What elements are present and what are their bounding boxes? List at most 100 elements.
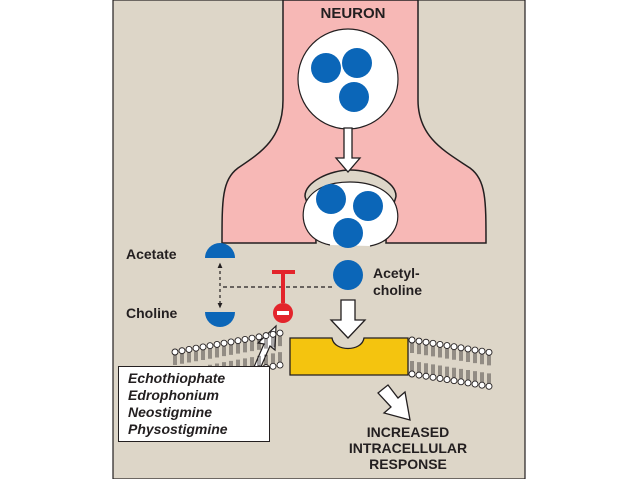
acetylcholine-molecule xyxy=(333,218,363,248)
lipid-head xyxy=(429,373,437,381)
lipid-tail xyxy=(431,346,435,357)
response-label-line3: RESPONSE xyxy=(369,456,447,472)
lipid-head xyxy=(415,371,423,379)
lipid-head xyxy=(408,336,416,344)
lipid-tail xyxy=(438,365,442,376)
lipid-tail xyxy=(264,354,268,365)
lipid-head xyxy=(248,334,256,342)
lipid-head xyxy=(206,342,214,350)
lipid-tail xyxy=(271,337,275,348)
lipid-tail xyxy=(417,344,421,355)
drug-item: Edrophonium xyxy=(128,387,219,403)
lipid-tail xyxy=(257,339,261,350)
lipid-head xyxy=(185,346,193,353)
lipid-tail xyxy=(187,352,191,363)
lipid-head xyxy=(457,378,465,386)
acetylcholine-molecule xyxy=(353,191,383,221)
neuron-label: NEURON xyxy=(320,5,386,22)
lipid-tail xyxy=(271,353,275,364)
drug-item: Physostigmine xyxy=(128,421,228,437)
acetylcholine-label-line2: choline xyxy=(373,282,423,298)
lipid-tail xyxy=(473,371,477,382)
lipid-head xyxy=(213,340,221,348)
lipid-head xyxy=(485,382,493,390)
lipid-tail xyxy=(229,344,233,355)
lipid-head xyxy=(199,343,207,351)
lipid-tail xyxy=(487,373,491,384)
lipid-tail xyxy=(201,349,205,360)
lipid-tail xyxy=(466,351,470,362)
lipid-head xyxy=(269,330,277,338)
binding-arrow xyxy=(329,299,367,339)
lipid-tail xyxy=(264,338,268,349)
acetate-label: Acetate xyxy=(126,246,177,262)
lipid-head xyxy=(443,342,451,350)
lipid-head xyxy=(192,344,200,352)
acetylcholine-molecule xyxy=(339,82,369,112)
lipid-head xyxy=(178,347,186,355)
lipid-tail xyxy=(424,363,428,374)
receptor xyxy=(289,337,409,376)
released-acetylcholine xyxy=(333,260,363,290)
minus-sign xyxy=(277,311,289,315)
lipid-head xyxy=(227,338,235,346)
lipid-tail xyxy=(445,366,449,377)
lipid-tail xyxy=(480,372,484,383)
transport-arrow xyxy=(334,127,362,173)
response-label-line2: INTRACELLULAR xyxy=(348,440,468,456)
lipid-tail xyxy=(410,343,414,353)
choline-label: Choline xyxy=(126,305,178,321)
lipid-head xyxy=(276,361,284,369)
acetylcholine-molecule xyxy=(342,48,372,78)
acetylcholine-molecule xyxy=(316,184,346,214)
lipid-head xyxy=(436,341,444,348)
lipid-tail xyxy=(480,354,484,365)
lipid-tail xyxy=(487,355,491,366)
lipid-tail xyxy=(417,362,421,373)
lipid-tail xyxy=(215,347,219,358)
lipid-tail xyxy=(236,343,240,354)
lipid-head xyxy=(234,337,242,345)
lipid-tail xyxy=(473,353,477,364)
acetylcholine-label-line1: Acetyl- xyxy=(373,265,420,281)
lipid-head xyxy=(436,375,444,382)
lipid-head xyxy=(464,345,472,353)
lipid-head xyxy=(485,348,493,356)
lipid-head xyxy=(478,381,486,389)
acetate-half xyxy=(205,243,235,258)
lipid-head xyxy=(471,380,479,388)
lipid-tail xyxy=(438,347,442,358)
drug-item: Neostigmine xyxy=(128,404,213,420)
lipid-tail xyxy=(445,348,449,359)
lipid-head xyxy=(422,338,430,346)
lipid-head xyxy=(255,333,263,341)
lipid-tail xyxy=(208,348,212,359)
lipid-head xyxy=(478,347,486,355)
response-label-line1: INCREASED xyxy=(366,424,450,440)
lipid-head xyxy=(450,377,458,385)
lipid-head xyxy=(171,348,179,356)
lipid-tail xyxy=(173,355,177,365)
lipid-tail xyxy=(222,346,226,357)
lipid-tail xyxy=(452,349,456,360)
lipid-head xyxy=(457,344,465,352)
lipid-head xyxy=(276,329,284,337)
lipid-tail xyxy=(257,355,261,366)
lipid-tail xyxy=(459,368,463,379)
lipid-head xyxy=(464,379,472,387)
lipid-head xyxy=(429,339,437,347)
lipid-head xyxy=(220,339,228,347)
lipid-head xyxy=(415,337,423,345)
choline-half xyxy=(205,312,235,327)
lipid-tail xyxy=(466,369,470,380)
lipid-tail xyxy=(410,361,414,371)
lipid-tail xyxy=(459,350,463,361)
synaptic-vesicle xyxy=(297,28,399,130)
lipid-head xyxy=(443,376,451,384)
lipid-head xyxy=(422,372,430,380)
lipid-tail xyxy=(250,357,254,368)
lipid-tail xyxy=(431,364,435,375)
lipid-tail xyxy=(424,345,428,356)
